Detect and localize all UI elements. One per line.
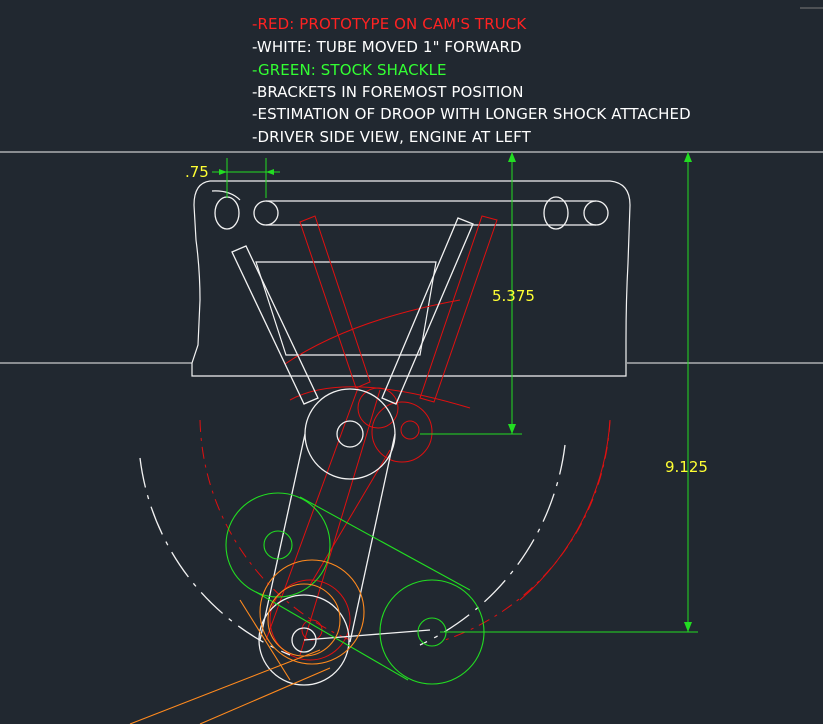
hole-left-inner: [253, 200, 279, 226]
note-droop-estimate: -ESTIMATION OF DROOP WITH LONGER SHOCK A…: [252, 105, 691, 123]
note-green-stock: -GREEN: STOCK SHACKLE: [252, 61, 447, 79]
hole-left-outer: [214, 196, 240, 230]
shackle-top-eye-outer: [304, 388, 396, 480]
bracket-plate: [191, 180, 631, 377]
frame-rail: [0, 151, 823, 364]
hole-right-inner: [583, 200, 609, 226]
note-white-tube: -WHITE: TUBE MOVED 1" FORWARD: [252, 38, 522, 56]
dimension-label-overall-drop: 9.125: [665, 458, 708, 476]
orange-lower-components: [129, 559, 365, 724]
green-stock-shackle: [225, 492, 485, 685]
white-shackle: [139, 217, 566, 686]
note-brackets-position: -BRACKETS IN FOREMOST POSITION: [252, 83, 524, 101]
notes-block: -RED: PROTOTYPE ON CAM'S TRUCK -WHITE: T…: [252, 15, 691, 146]
bracket-holes: [214, 196, 609, 230]
dimension-label-bracket-height: 5.375: [492, 287, 535, 305]
note-red-prototype: -RED: PROTOTYPE ON CAM'S TRUCK: [252, 15, 527, 33]
red-prototype: [199, 215, 611, 661]
shackle-top-eye-inner: [336, 420, 364, 448]
hole-right-outer: [543, 196, 569, 230]
dimension-bracket-height: 5.375: [420, 152, 535, 435]
dimension-label-hole-offset: .75: [185, 163, 209, 181]
dimension-overall-drop: 9.125: [440, 152, 708, 633]
dimension-hole-offset: .75: [185, 158, 280, 198]
note-driver-side-view: -DRIVER SIDE VIEW, ENGINE AT LEFT: [252, 128, 532, 146]
